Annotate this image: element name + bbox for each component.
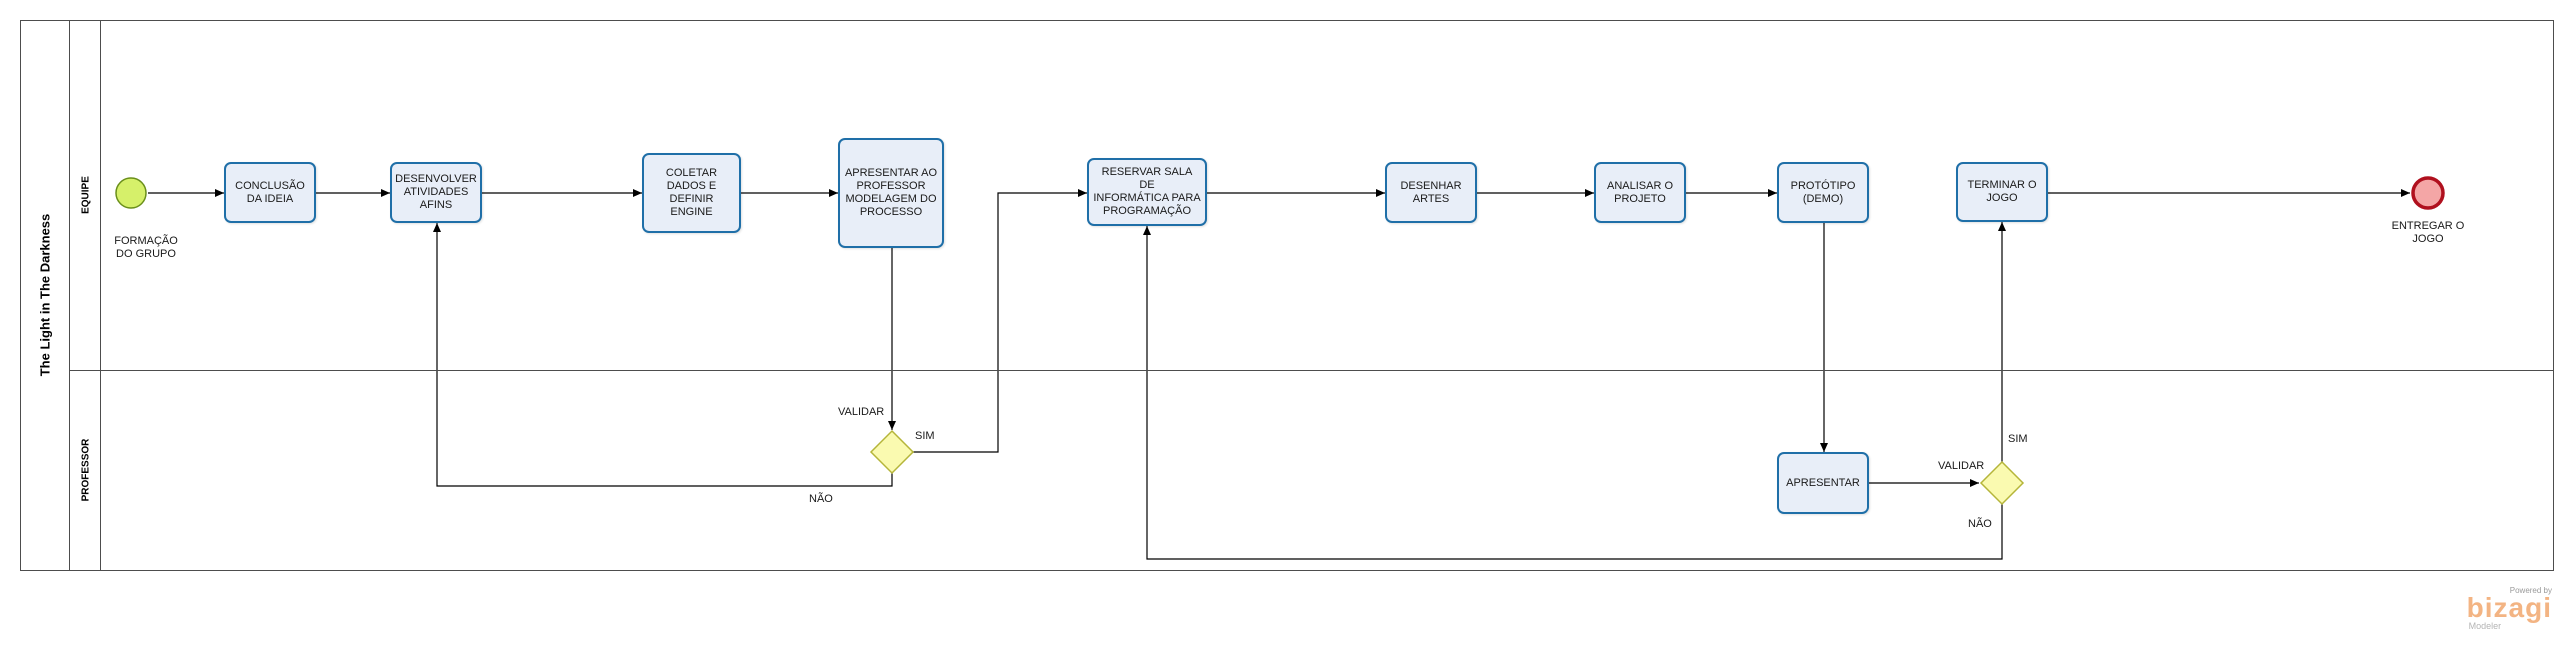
start-event[interactable] xyxy=(115,177,147,209)
validar-gateway-1[interactable] xyxy=(869,429,915,475)
task-desenhar-artes[interactable]: DESENHAR ARTES xyxy=(1385,162,1477,223)
task-terminar-jogo[interactable]: TERMINAR O JOGO xyxy=(1956,162,2048,222)
pool xyxy=(20,20,2554,571)
task-desenvolver-atividades[interactable]: DESENVOLVER ATIVIDADES AFINS xyxy=(390,162,482,223)
lane-professor-label: PROFESSOR xyxy=(80,438,92,502)
gateway1-yes-label: SIM xyxy=(915,430,935,442)
gateway2-no-label: NÃO xyxy=(1968,518,1992,530)
lane-separator xyxy=(70,370,2554,371)
lane-equipe-band xyxy=(70,20,101,370)
flow-gateway1-nao-to-desenvolver xyxy=(433,223,893,487)
flow-gateway1-sim-to-reservar xyxy=(913,189,1087,453)
task-prototipo-demo[interactable]: PROTÓTIPO (DEMO) xyxy=(1777,162,1869,223)
brand-powered-by: Powered by xyxy=(2509,586,2552,595)
lane-professor-band xyxy=(70,370,101,571)
task-apresentar-ao-professor[interactable]: APRESENTAR AO PROFESSOR MODELAGEM DO PRO… xyxy=(838,138,944,248)
brand-name: bizagi xyxy=(2466,592,2552,623)
bizagi-logo: Powered by bizagi Modeler xyxy=(2467,586,2552,631)
validar-gateway-2[interactable] xyxy=(1979,460,2025,506)
brand-product: Modeler xyxy=(2468,621,2502,631)
pool-title: The Light in The Darkness xyxy=(37,213,53,377)
task-apresentar[interactable]: APRESENTAR xyxy=(1777,452,1869,514)
flow-gateway2-nao-to-reservar xyxy=(1143,226,2003,560)
gateway2-label: VALIDAR xyxy=(1938,460,1985,472)
pool-title-band xyxy=(20,20,70,571)
task-reservar-sala[interactable]: RESERVAR SALA DE INFORMÁTICA PARA PROGRA… xyxy=(1087,158,1207,226)
end-event[interactable] xyxy=(2411,176,2445,210)
gateway2-yes-label: SIM xyxy=(2008,433,2028,445)
gateway1-label: VALIDAR xyxy=(838,406,885,418)
task-analisar-projeto[interactable]: ANALISAR O PROJETO xyxy=(1594,162,1686,223)
task-coletar-dados[interactable]: COLETAR DADOS E DEFINIR ENGINE xyxy=(642,153,741,233)
lane-equipe-label: EQUIPE xyxy=(80,176,92,214)
gateway1-no-label: NÃO xyxy=(809,493,833,505)
end-event-label: ENTREGAR O JOGO xyxy=(2391,220,2465,245)
task-conclusao-da-ideia[interactable]: CONCLUSÃO DA IDEIA xyxy=(224,162,316,223)
start-event-label: FORMAÇÃO DO GRUPO xyxy=(114,235,178,260)
